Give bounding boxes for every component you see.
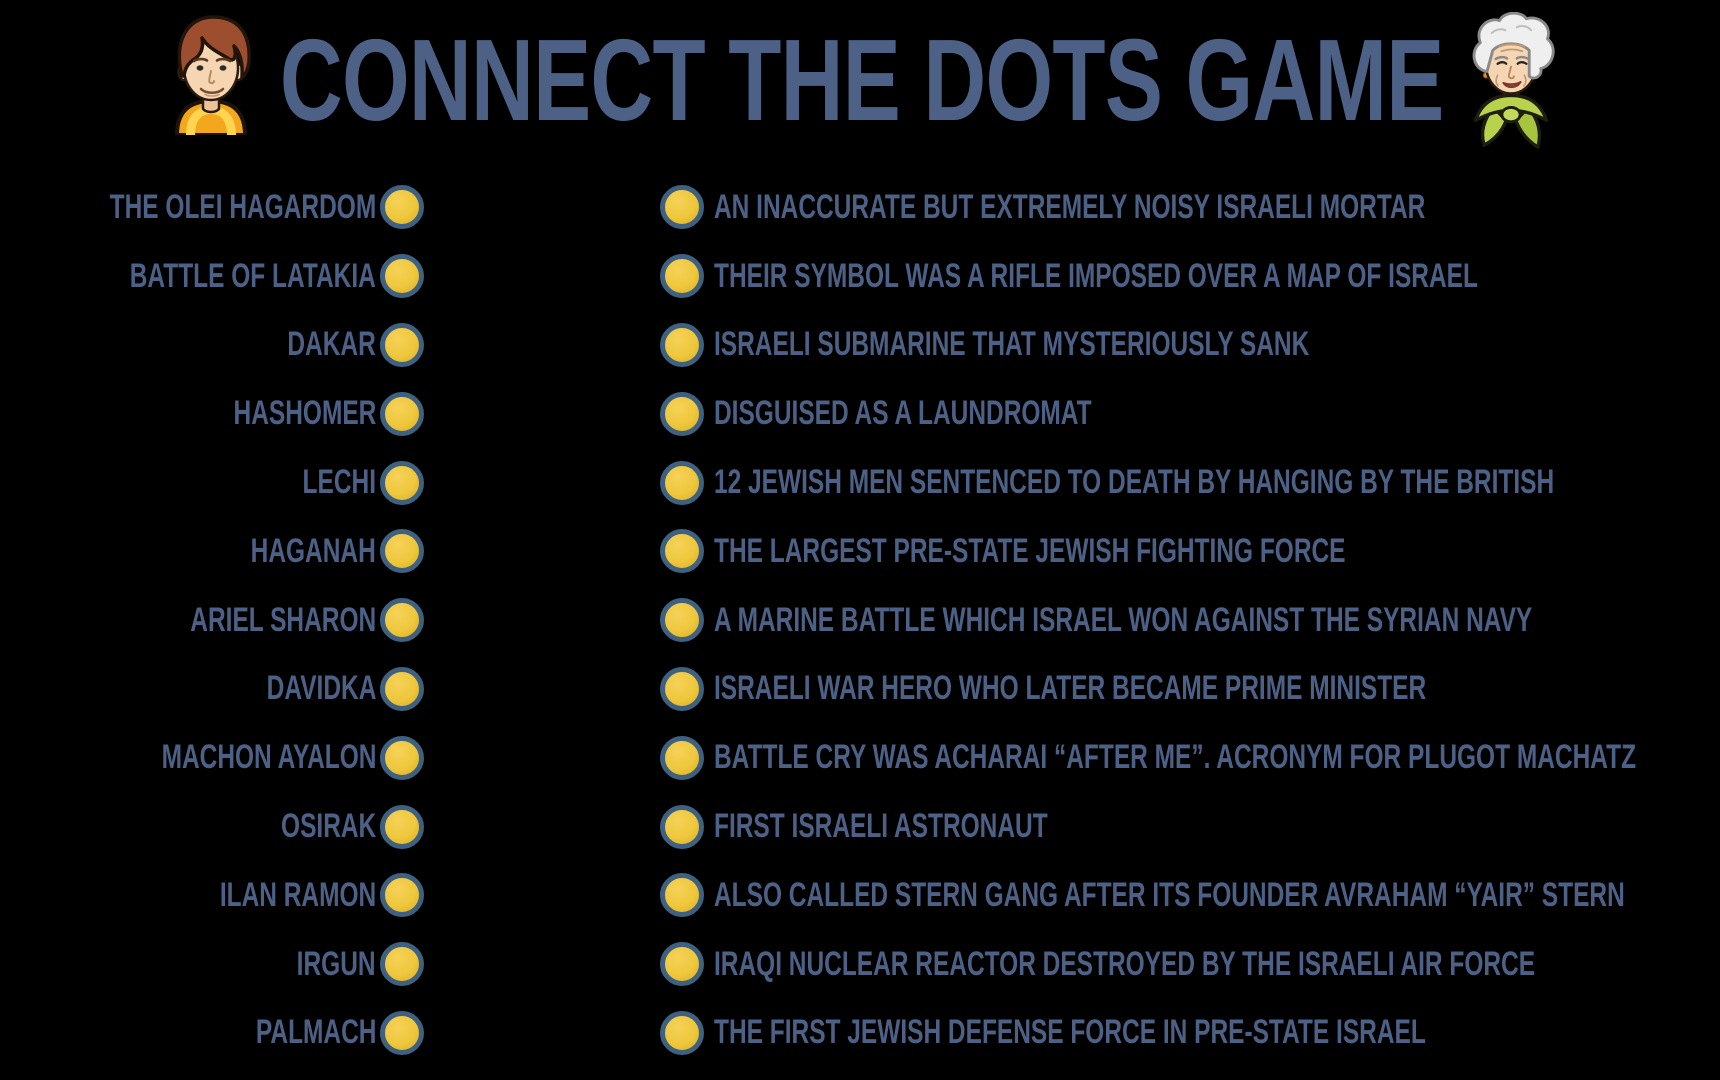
- match-row: DAVIDKA ISRAELI WAR HERO WHO LATER BECAM…: [0, 655, 1720, 724]
- term-label: DAKAR: [287, 325, 376, 364]
- clue-dot[interactable]: [660, 735, 704, 780]
- term-label: OSIRAK: [280, 807, 376, 846]
- clue-label: THEIR SYMBOL WAS A RIFLE IMPOSED OVER A …: [714, 256, 1478, 295]
- term-dot[interactable]: [380, 942, 424, 987]
- clue-label: DISGUISED AS A LAUNDROMAT: [714, 394, 1092, 433]
- clue-label: A MARINE BATTLE WHICH ISRAEL WON AGAINST…: [714, 600, 1533, 639]
- clue-label: IRAQI NUCLEAR REACTOR DESTROYED BY THE I…: [714, 944, 1536, 983]
- clue-dot[interactable]: [660, 804, 704, 849]
- term-label: ARIEL SHARON: [190, 600, 376, 639]
- clue-label: THE FIRST JEWISH DEFENSE FORCE IN PRE-ST…: [714, 1013, 1426, 1052]
- term-dot[interactable]: [380, 460, 424, 505]
- match-row: HAGANAH THE LARGEST PRE-STATE JEWISH FIG…: [0, 517, 1720, 586]
- clue-dot[interactable]: [660, 254, 704, 299]
- clue-dot[interactable]: [660, 666, 704, 711]
- term-dot[interactable]: [380, 529, 424, 574]
- term-label: BATTLE OF LATAKIA: [129, 256, 376, 295]
- clue-dot[interactable]: [660, 529, 704, 574]
- clue-label: FIRST ISRAELI ASTRONAUT: [714, 807, 1048, 846]
- clue-label: 12 JEWISH MEN SENTENCED TO DEATH BY HANG…: [714, 463, 1555, 502]
- match-row: HASHOMER DISGUISED AS A LAUNDROMAT: [0, 379, 1720, 448]
- header: CONNECT THE DOTS GAME: [0, 11, 1720, 156]
- clue-dot[interactable]: [660, 1010, 704, 1055]
- term-label: HAGANAH: [250, 531, 376, 570]
- term-dot[interactable]: [380, 804, 424, 849]
- clue-label: ISRAELI SUBMARINE THAT MYSTERIOUSLY SANK: [714, 325, 1310, 364]
- match-row: BATTLE OF LATAKIA THEIR SYMBOL WAS A RIF…: [0, 242, 1720, 311]
- term-label: THE OLEI HAGARDOM: [109, 187, 376, 226]
- clue-label: THE LARGEST PRE-STATE JEWISH FIGHTING FO…: [714, 531, 1346, 570]
- match-row: LECHI 12 JEWISH MEN SENTENCED TO DEATH B…: [0, 448, 1720, 517]
- clue-dot[interactable]: [660, 598, 704, 643]
- match-row: DAKAR ISRAELI SUBMARINE THAT MYSTERIOUSL…: [0, 311, 1720, 380]
- grandma-face-icon: [1463, 11, 1559, 156]
- match-row: MACHON AYALON BATTLE CRY WAS ACHARAI “AF…: [0, 723, 1720, 792]
- term-dot[interactable]: [380, 391, 424, 436]
- match-row: IRGUN IRAQI NUCLEAR REACTOR DESTROYED BY…: [0, 930, 1720, 999]
- term-dot[interactable]: [380, 322, 424, 367]
- clue-dot[interactable]: [660, 942, 704, 987]
- term-label: LECHI: [302, 463, 376, 502]
- pairs-list: THE OLEI HAGARDOM AN INACCURATE BUT EXTR…: [0, 173, 1720, 1067]
- term-dot[interactable]: [380, 598, 424, 643]
- match-row: PALMACH THE FIRST JEWISH DEFENSE FORCE I…: [0, 999, 1720, 1068]
- term-dot[interactable]: [380, 666, 424, 711]
- term-dot[interactable]: [380, 1010, 424, 1055]
- term-dot[interactable]: [380, 873, 424, 918]
- term-label: IRGUN: [297, 944, 376, 983]
- term-dot[interactable]: [380, 185, 424, 230]
- clue-dot[interactable]: [660, 460, 704, 505]
- term-label: PALMACH: [255, 1013, 376, 1052]
- match-row: ILAN RAMON ALSO CALLED STERN GANG AFTER …: [0, 861, 1720, 930]
- boy-face-icon: [161, 10, 261, 140]
- clue-dot[interactable]: [660, 873, 704, 918]
- clue-dot[interactable]: [660, 322, 704, 367]
- clue-dot[interactable]: [660, 391, 704, 436]
- term-label: HASHOMER: [233, 394, 376, 433]
- clue-label: BATTLE CRY WAS ACHARAI “AFTER ME”. ACRON…: [714, 738, 1637, 777]
- term-dot[interactable]: [380, 254, 424, 299]
- match-row: THE OLEI HAGARDOM AN INACCURATE BUT EXTR…: [0, 173, 1720, 242]
- term-dot[interactable]: [380, 735, 424, 780]
- clue-label: AN INACCURATE BUT EXTREMELY NOISY ISRAEL…: [714, 187, 1426, 226]
- term-label: DAVIDKA: [266, 669, 376, 708]
- page-title: CONNECT THE DOTS GAME: [280, 15, 1444, 145]
- clue-label: ALSO CALLED STERN GANG AFTER ITS FOUNDER…: [714, 875, 1625, 914]
- match-row: OSIRAK FIRST ISRAELI ASTRONAUT: [0, 792, 1720, 861]
- clue-dot[interactable]: [660, 185, 704, 230]
- term-label: MACHON AYALON: [161, 738, 376, 777]
- term-label: ILAN RAMON: [219, 875, 376, 914]
- clue-label: ISRAELI WAR HERO WHO LATER BECAME PRIME …: [714, 669, 1427, 708]
- match-row: ARIEL SHARON A MARINE BATTLE WHICH ISRAE…: [0, 586, 1720, 655]
